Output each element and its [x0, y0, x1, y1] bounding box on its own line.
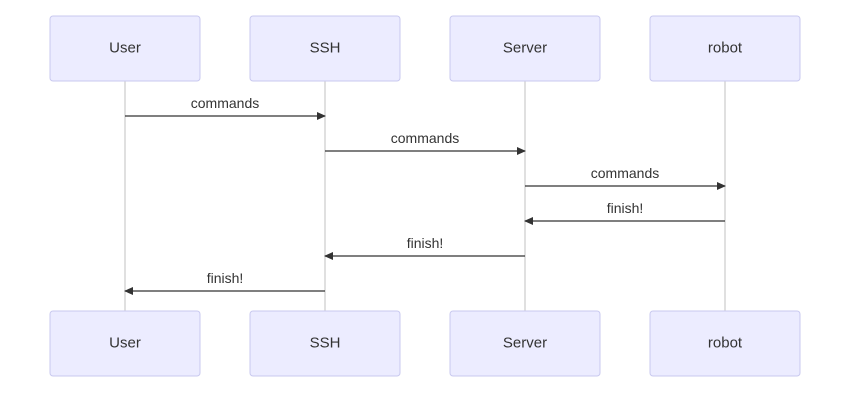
actor-ssh-top: SSH — [249, 15, 401, 82]
actor-label: robot — [708, 334, 743, 351]
message-label: commands — [591, 165, 659, 181]
actor-label: User — [109, 39, 141, 56]
actor-server-top: Server — [449, 15, 601, 82]
actor-label: SSH — [310, 334, 341, 351]
message-ssh-to-server: commands — [325, 130, 526, 155]
message-label: commands — [391, 130, 459, 146]
message-robot-to-server: finish! — [524, 200, 725, 225]
actor-label: Server — [503, 39, 547, 56]
message-server-to-robot: commands — [525, 165, 726, 190]
message-label: finish! — [207, 270, 244, 286]
actor-label: SSH — [310, 39, 341, 56]
message-label: finish! — [407, 235, 444, 251]
message-server-to-ssh: finish! — [324, 235, 525, 260]
actor-server-bottom: Server — [449, 310, 601, 377]
actor-ssh-bottom: SSH — [249, 310, 401, 377]
actor-user-bottom: User — [49, 310, 201, 377]
actors-bottom: User SSH Server robot — [49, 310, 801, 377]
actor-user-top: User — [49, 15, 201, 82]
message-label: finish! — [607, 200, 644, 216]
actor-robot-bottom: robot — [649, 310, 801, 377]
actor-label: User — [109, 334, 141, 351]
actors-top: User SSH Server robot — [49, 15, 801, 82]
messages: commands commands commands finish! finis… — [124, 95, 726, 295]
message-ssh-to-user: finish! — [124, 270, 325, 295]
message-label: commands — [191, 95, 259, 111]
actor-label: robot — [708, 39, 743, 56]
actor-label: Server — [503, 334, 547, 351]
actor-robot-top: robot — [649, 15, 801, 82]
message-user-to-ssh: commands — [125, 95, 326, 120]
